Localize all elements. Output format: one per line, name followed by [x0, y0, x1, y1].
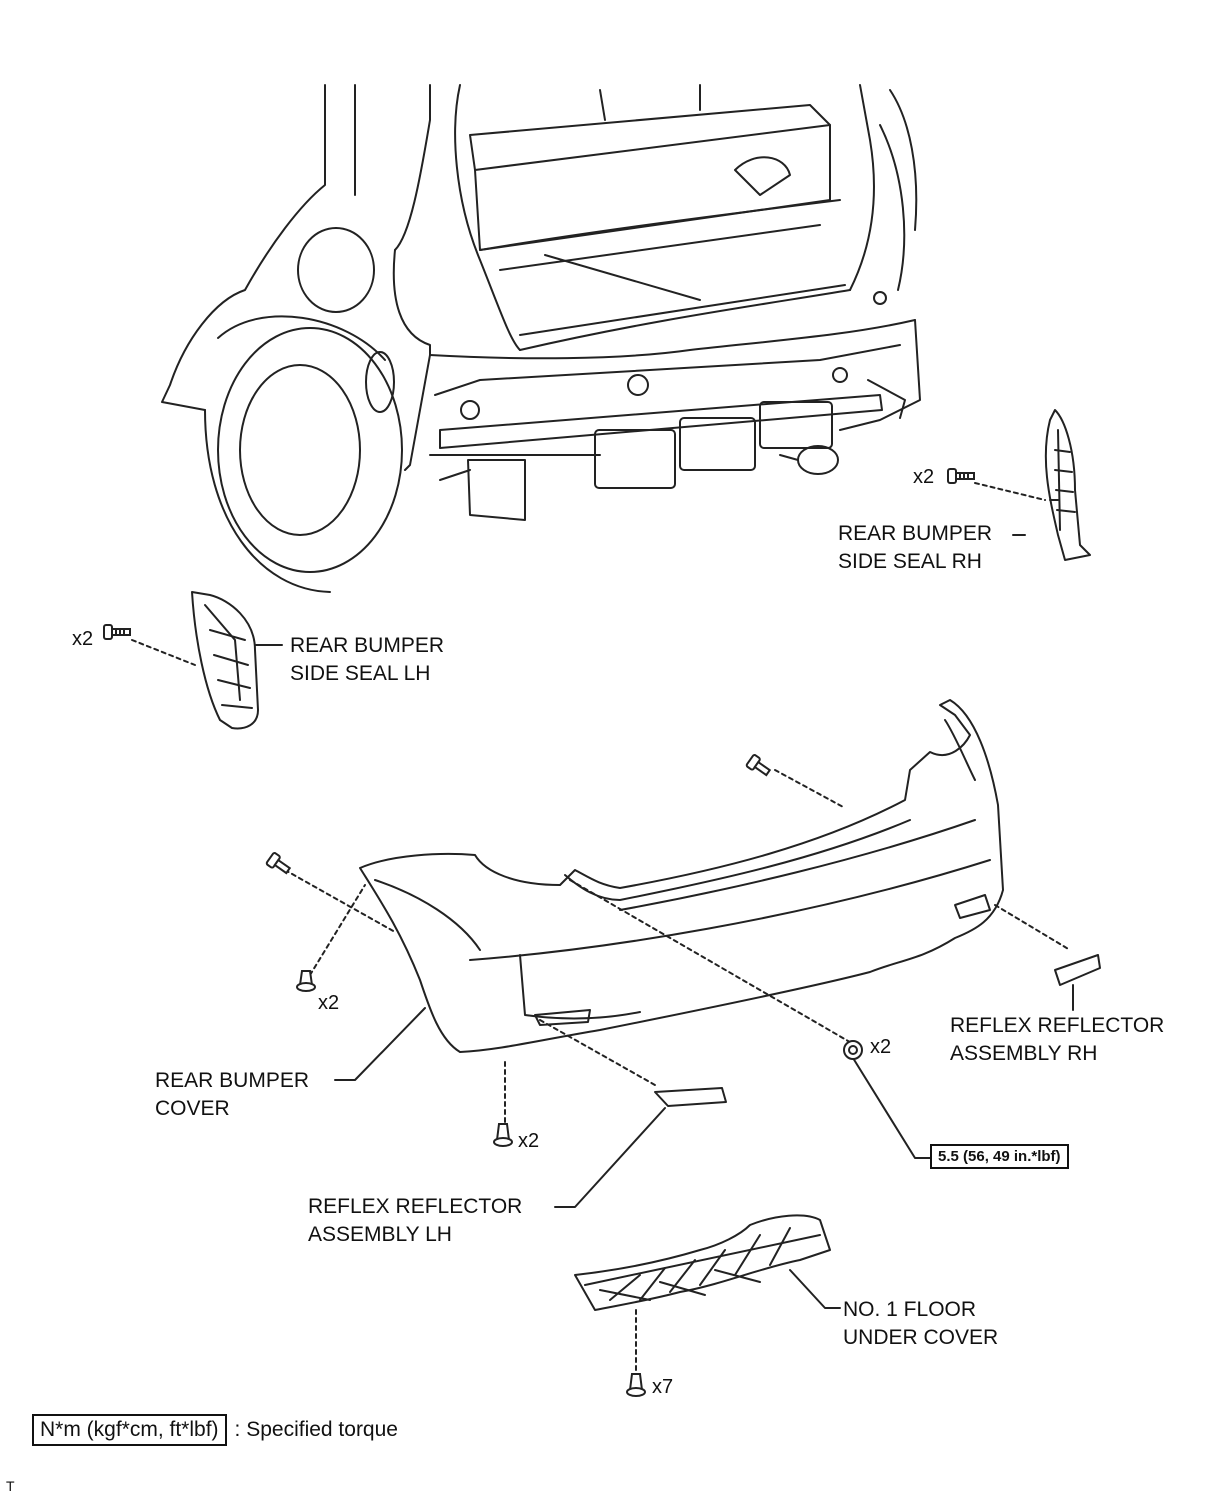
- legend-unit-box: N*m (kgf*cm, ft*lbf): [32, 1414, 227, 1446]
- legend-description: : Specified torque: [234, 1418, 398, 1441]
- qty-clips-bottom: x2: [518, 1130, 540, 1152]
- clip-icon: [626, 1373, 646, 1397]
- floor-cover-leader: [789, 1269, 841, 1309]
- torque-leader: [852, 1057, 931, 1159]
- corner-mark: T: [6, 1478, 15, 1494]
- screw-icon: [265, 852, 292, 875]
- label-bumper-cover: REAR BUMPER COVER: [155, 1069, 310, 1120]
- bumper-dash-5: [569, 879, 856, 1046]
- label-floor-cover: NO. 1 FLOOR UNDER COVER: [843, 1298, 999, 1349]
- qty-seal-lh: x2: [72, 628, 94, 650]
- bolt-icon: [843, 1040, 863, 1060]
- reflector-lh-part: [654, 1087, 727, 1107]
- seal-lh-dash: [131, 639, 196, 666]
- side-seal-rh-part: [1044, 409, 1091, 561]
- label-side-seal-lh: REAR BUMPER SIDE SEAL LH: [290, 634, 445, 685]
- qty-clips-left: x2: [318, 992, 340, 1014]
- clip-icon: [493, 1123, 513, 1147]
- floor-under-cover-part: [574, 1214, 831, 1311]
- reflector-lh-leader: [554, 1107, 666, 1208]
- label-side-seal-rh: REAR BUMPER SIDE SEAL RH: [838, 522, 993, 573]
- qty-seal-rh: x2: [913, 466, 935, 488]
- bumper-dash-1: [774, 769, 846, 809]
- seal-rh-dash: [974, 482, 1046, 501]
- qty-bolts: x2: [870, 1036, 892, 1058]
- label-reflector-rh: REFLEX REFLECTOR ASSEMBLY RH: [950, 1014, 1165, 1065]
- screw-icon: [947, 468, 975, 484]
- screw-icon: [745, 754, 772, 777]
- seal-rh-leader: [1012, 499, 1059, 536]
- vehicle-rear-body: [161, 84, 921, 593]
- clip-icon: [296, 970, 316, 992]
- bumper-cover-leader: [334, 1007, 426, 1081]
- reflector-rh-part: [1054, 954, 1101, 986]
- screw-icon: [103, 624, 131, 640]
- bumper-dash-6: [539, 1019, 656, 1086]
- torque-legend: N*m (kgf*cm, ft*lbf) : Specified torque: [32, 1414, 398, 1446]
- rear-bumper-cover-part: [359, 699, 1004, 1053]
- bumper-dash-3: [309, 884, 366, 976]
- bumper-dash-2: [284, 869, 396, 933]
- bumper-dash-7: [994, 904, 1071, 951]
- side-seal-lh-part: [191, 591, 259, 730]
- label-reflector-lh: REFLEX REFLECTOR ASSEMBLY LH: [308, 1195, 523, 1246]
- qty-floor-clips: x7: [652, 1376, 674, 1398]
- torque-spec-box: 5.5 (56, 49 in.*lbf): [930, 1144, 1069, 1169]
